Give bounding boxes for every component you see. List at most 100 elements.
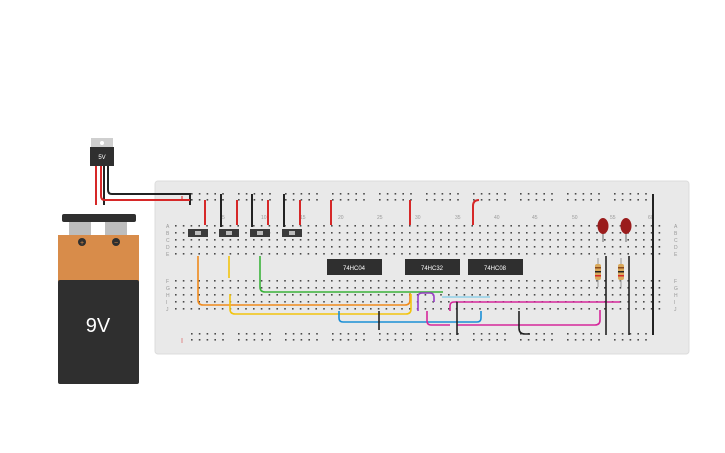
breadboard-hole[interactable] xyxy=(190,225,193,227)
breadboard-hole[interactable] xyxy=(253,333,256,335)
breadboard-hole[interactable] xyxy=(441,333,444,335)
breadboard-hole[interactable] xyxy=(284,239,286,241)
breadboard-hole[interactable] xyxy=(604,280,606,282)
breadboard-hole[interactable] xyxy=(463,308,466,310)
breadboard-hole[interactable] xyxy=(658,225,661,227)
breadboard-hole[interactable] xyxy=(214,287,216,289)
breadboard-hole[interactable] xyxy=(611,239,614,241)
breadboard-hole[interactable] xyxy=(191,333,193,335)
breadboard-hole[interactable] xyxy=(635,232,637,234)
breadboard-hole[interactable] xyxy=(316,199,318,201)
breadboard-hole[interactable] xyxy=(424,239,427,241)
breadboard-hole[interactable] xyxy=(355,333,357,335)
breadboard-hole[interactable] xyxy=(440,253,442,255)
breadboard-hole[interactable] xyxy=(253,253,255,255)
breadboard-hole[interactable] xyxy=(572,253,575,255)
breadboard-hole[interactable] xyxy=(588,294,590,296)
breadboard-hole[interactable] xyxy=(394,193,397,195)
breadboard-hole[interactable] xyxy=(331,287,333,289)
breadboard-hole[interactable] xyxy=(518,294,520,296)
breadboard-hole[interactable] xyxy=(308,333,310,335)
breadboard-hole[interactable] xyxy=(441,339,444,341)
breadboard-hole[interactable] xyxy=(175,308,177,310)
breadboard-hole[interactable] xyxy=(354,239,356,241)
breadboard-hole[interactable] xyxy=(394,339,397,341)
breadboard-hole[interactable] xyxy=(604,294,606,296)
breadboard-hole[interactable] xyxy=(261,333,263,335)
breadboard-hole[interactable] xyxy=(299,239,302,241)
breadboard-hole[interactable] xyxy=(504,199,506,201)
breadboard-hole[interactable] xyxy=(448,294,450,296)
breadboard-hole[interactable] xyxy=(510,253,512,255)
breadboard-hole[interactable] xyxy=(221,253,224,255)
breadboard-hole[interactable] xyxy=(565,232,567,234)
breadboard-hole[interactable] xyxy=(260,301,263,303)
breadboard-hole[interactable] xyxy=(611,308,614,310)
breadboard-hole[interactable] xyxy=(619,280,622,282)
breadboard-hole[interactable] xyxy=(611,253,614,255)
breadboard-hole[interactable] xyxy=(214,199,216,201)
breadboard-hole[interactable] xyxy=(410,199,412,201)
breadboard-hole[interactable] xyxy=(269,199,271,201)
breadboard-hole[interactable] xyxy=(432,280,434,282)
breadboard-hole[interactable] xyxy=(574,339,577,341)
breadboard-hole[interactable] xyxy=(385,301,388,303)
breadboard-hole[interactable] xyxy=(433,193,436,195)
breadboard-hole[interactable] xyxy=(432,239,434,241)
breadboard-hole[interactable] xyxy=(269,193,271,195)
breadboard-hole[interactable] xyxy=(214,225,216,227)
breadboard-hole[interactable] xyxy=(424,308,427,310)
breadboard-hole[interactable] xyxy=(471,308,473,310)
breadboard-hole[interactable] xyxy=(440,308,442,310)
breadboard-hole[interactable] xyxy=(182,301,185,303)
breadboard-hole[interactable] xyxy=(379,333,381,335)
breadboard-hole[interactable] xyxy=(572,246,575,248)
breadboard-hole[interactable] xyxy=(473,333,475,335)
breadboard-hole[interactable] xyxy=(214,280,216,282)
breadboard-hole[interactable] xyxy=(541,253,544,255)
breadboard-hole[interactable] xyxy=(385,246,388,248)
breadboard-hole[interactable] xyxy=(479,253,481,255)
breadboard-hole[interactable] xyxy=(299,253,302,255)
breadboard-hole[interactable] xyxy=(229,287,232,289)
breadboard-hole[interactable] xyxy=(572,239,575,241)
breadboard-hole[interactable] xyxy=(268,239,271,241)
breadboard-hole[interactable] xyxy=(332,199,334,201)
breadboard-hole[interactable] xyxy=(432,253,434,255)
breadboard-hole[interactable] xyxy=(590,199,592,201)
breadboard-hole[interactable] xyxy=(637,339,639,341)
breadboard-hole[interactable] xyxy=(455,294,458,296)
breadboard-hole[interactable] xyxy=(260,253,263,255)
breadboard-hole[interactable] xyxy=(191,339,193,341)
breadboard-hole[interactable] xyxy=(533,225,536,227)
breadboard-hole[interactable] xyxy=(504,193,506,195)
breadboard-hole[interactable] xyxy=(448,253,450,255)
breadboard-hole[interactable] xyxy=(518,239,520,241)
breadboard-hole[interactable] xyxy=(627,253,629,255)
breadboard-hole[interactable] xyxy=(471,253,473,255)
breadboard-hole[interactable] xyxy=(487,246,489,248)
breadboard-hole[interactable] xyxy=(385,294,388,296)
breadboard-hole[interactable] xyxy=(551,193,553,195)
breadboard-hole[interactable] xyxy=(518,308,520,310)
breadboard-hole[interactable] xyxy=(604,239,606,241)
breadboard-hole[interactable] xyxy=(346,308,349,310)
breadboard-hole[interactable] xyxy=(565,287,567,289)
breadboard-hole[interactable] xyxy=(346,253,349,255)
breadboard-hole[interactable] xyxy=(518,232,520,234)
breadboard-hole[interactable] xyxy=(285,193,287,195)
breadboard-hole[interactable] xyxy=(315,280,317,282)
breadboard-hole[interactable] xyxy=(214,333,216,335)
breadboard-hole[interactable] xyxy=(549,253,551,255)
breadboard-hole[interactable] xyxy=(253,239,255,241)
breadboard-hole[interactable] xyxy=(190,287,193,289)
breadboard-hole[interactable] xyxy=(245,239,247,241)
breadboard-hole[interactable] xyxy=(518,246,520,248)
breadboard-hole[interactable] xyxy=(182,287,185,289)
breadboard-hole[interactable] xyxy=(245,280,247,282)
breadboard-hole[interactable] xyxy=(650,225,653,227)
breadboard-hole[interactable] xyxy=(237,246,239,248)
breadboard-hole[interactable] xyxy=(214,253,216,255)
breadboard-hole[interactable] xyxy=(611,280,614,282)
breadboard-hole[interactable] xyxy=(292,246,294,248)
